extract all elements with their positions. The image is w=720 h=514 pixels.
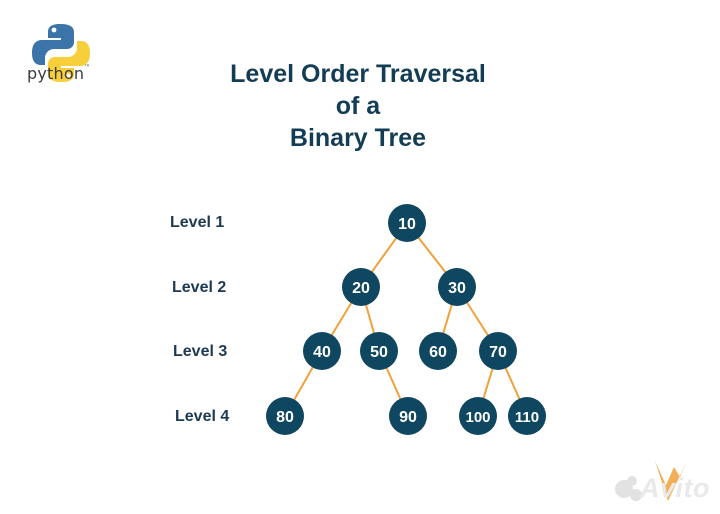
node-label: 90: [399, 409, 417, 426]
tree-node-80: 80: [266, 397, 304, 435]
node-label: 20: [352, 280, 370, 297]
node-circle: [438, 268, 476, 306]
title-line-2: of a: [335, 92, 381, 120]
tree-node-110: 110: [508, 397, 546, 435]
title-line-3: Binary Tree: [289, 124, 427, 152]
tree-node-50: 50: [360, 332, 398, 370]
avito-watermark-icon: [615, 461, 686, 501]
node-label: 100: [465, 409, 490, 426]
node-label: 10: [398, 216, 416, 233]
node-circle: [388, 204, 426, 242]
watermark-text: Avito: [640, 473, 710, 503]
node-label: 40: [313, 344, 331, 361]
node-circle: [303, 332, 341, 370]
tree-node-30: 30: [438, 268, 476, 306]
node-label: 60: [429, 344, 447, 361]
node-label: 70: [489, 344, 507, 361]
node-circle: [479, 332, 517, 370]
tree-node-10: 10: [388, 204, 426, 242]
tree-node-70: 70: [479, 332, 517, 370]
python-wordmark: python™: [27, 64, 91, 83]
tree-node-100: 100: [459, 397, 497, 435]
level-label-2: Level 2: [172, 279, 227, 296]
node-circle: [459, 397, 497, 435]
level-label-4: Level 4: [175, 408, 230, 425]
level-label-3: Level 3: [173, 343, 228, 360]
node-circle: [266, 397, 304, 435]
tree-node-60: 60: [419, 332, 457, 370]
level-label-1: Level 1: [170, 214, 225, 231]
title-line-1: Level Order Traversal: [230, 60, 486, 88]
diagram-title: Level Order Traversal of a Binary Tree: [158, 58, 558, 154]
python-logo-icon: [32, 24, 90, 82]
tree-node-90: 90: [389, 397, 427, 435]
tree-node-40: 40: [303, 332, 341, 370]
node-circle: [360, 332, 398, 370]
node-label: 80: [276, 409, 294, 426]
node-label: 110: [515, 409, 539, 426]
node-circle: [419, 332, 457, 370]
node-label: 50: [370, 344, 388, 361]
node-label: 30: [448, 280, 466, 297]
node-circle: [342, 268, 380, 306]
tree-node-20: 20: [342, 268, 380, 306]
node-circle: [389, 397, 427, 435]
node-circle: [508, 397, 546, 435]
